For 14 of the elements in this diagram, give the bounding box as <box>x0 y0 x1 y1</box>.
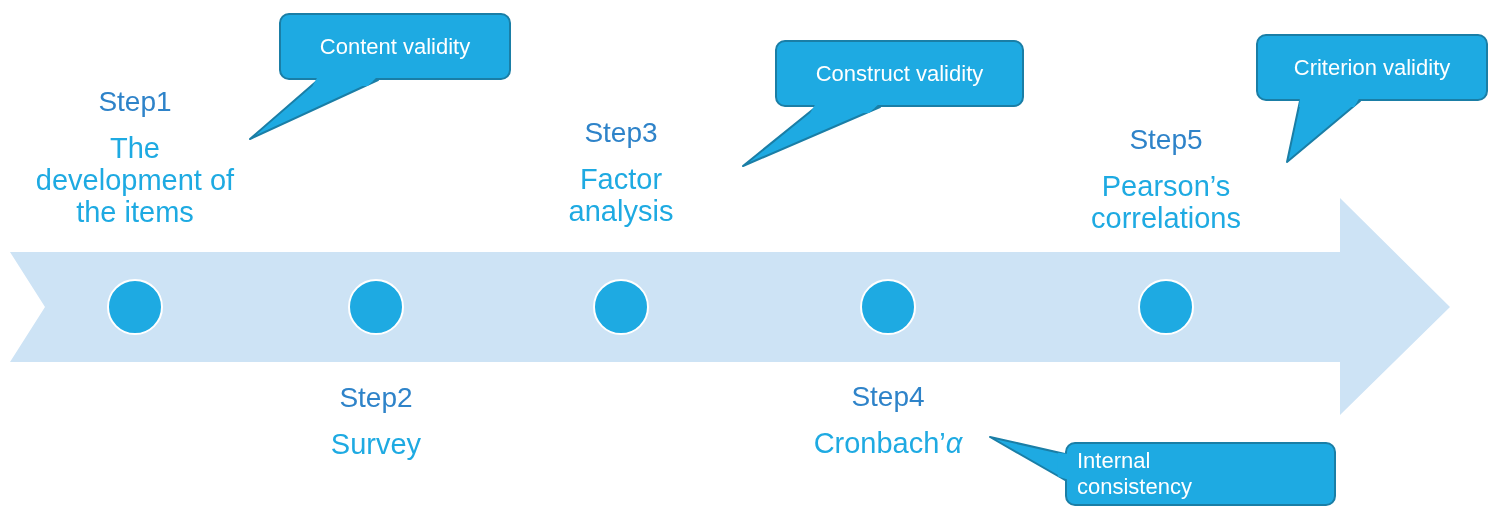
step-heading: Step3 <box>583 117 659 149</box>
callout-text: Content validity <box>318 33 472 60</box>
step-heading: Step2 <box>338 382 414 414</box>
callout-text: Criterion validity <box>1292 54 1452 81</box>
step-title: The development of the items <box>34 132 236 228</box>
step-title: Pearson’s correlations <box>1090 170 1242 234</box>
callout-text: Internal consistency <box>1077 448 1193 500</box>
step-heading: Step4 <box>850 381 926 413</box>
step-title: Factor analysis <box>567 163 675 227</box>
step-heading: Step1 <box>97 86 173 118</box>
callout-text: Construct validity <box>814 60 985 87</box>
step-title: Cronbach’α <box>812 427 964 459</box>
step-title: Survey <box>329 428 423 460</box>
step-heading: Step5 <box>1128 124 1204 156</box>
